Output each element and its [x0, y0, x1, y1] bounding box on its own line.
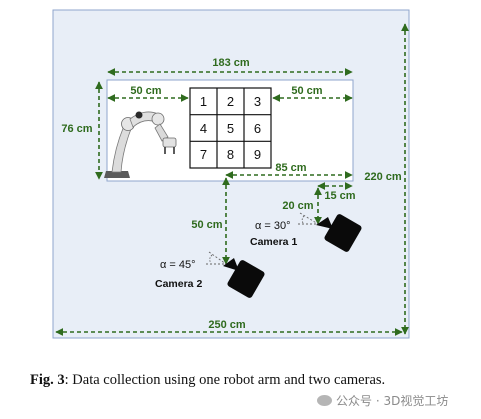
wechat-logo-icon	[317, 395, 332, 406]
robot-arm-icon	[104, 111, 177, 178]
dim-label-left-margin: 50 cm	[130, 85, 161, 97]
dim-label-cam1-offset-y: 20 cm	[282, 200, 313, 212]
grid-cell-3: 3	[254, 94, 261, 109]
dim-label-right-margin: 50 cm	[291, 85, 322, 97]
dim-label-table-width: 183 cm	[212, 57, 250, 69]
dim-label-table-depth: 76 cm	[61, 123, 92, 135]
camera-2-label: Camera 2	[155, 278, 202, 290]
grid-cell-6: 6	[254, 121, 261, 136]
dim-label-room-depth: 220 cm	[364, 171, 402, 183]
dim-label-room-width: 250 cm	[208, 319, 246, 331]
dim-label-cam1-offset-small: 15 cm	[324, 190, 355, 202]
watermark: 公众号 · 3D视觉工坊	[317, 392, 448, 409]
grid-cell-2: 2	[227, 94, 234, 109]
camera-2-alpha: α = 45°	[160, 259, 196, 271]
camera-1-label: Camera 1	[250, 236, 297, 248]
target-grid: 1 2 3 4 5 6 7 8 9	[189, 87, 272, 169]
camera-1-icon	[298, 212, 362, 252]
dim-label-cam1-offset-x: 85 cm	[275, 162, 306, 174]
figure-caption-label: Fig. 3	[30, 372, 65, 388]
camera-1-alpha: α = 30°	[255, 220, 291, 232]
grid-cell-9: 9	[254, 147, 261, 162]
watermark-text: 公众号 · 3D视觉工坊	[336, 394, 449, 408]
grid-cell-1: 1	[200, 94, 207, 109]
camera-2-icon	[206, 251, 265, 298]
figure-caption: Fig. 3: Data collection using one robot …	[30, 372, 385, 389]
grid-cell-7: 7	[200, 147, 207, 162]
grid-cell-4: 4	[200, 121, 207, 136]
grid-cell-5: 5	[227, 121, 234, 136]
dim-label-cam2-offset-y: 50 cm	[191, 219, 222, 231]
figure-caption-text: : Data collection using one robot arm an…	[64, 372, 386, 388]
grid-cell-8: 8	[227, 147, 234, 162]
